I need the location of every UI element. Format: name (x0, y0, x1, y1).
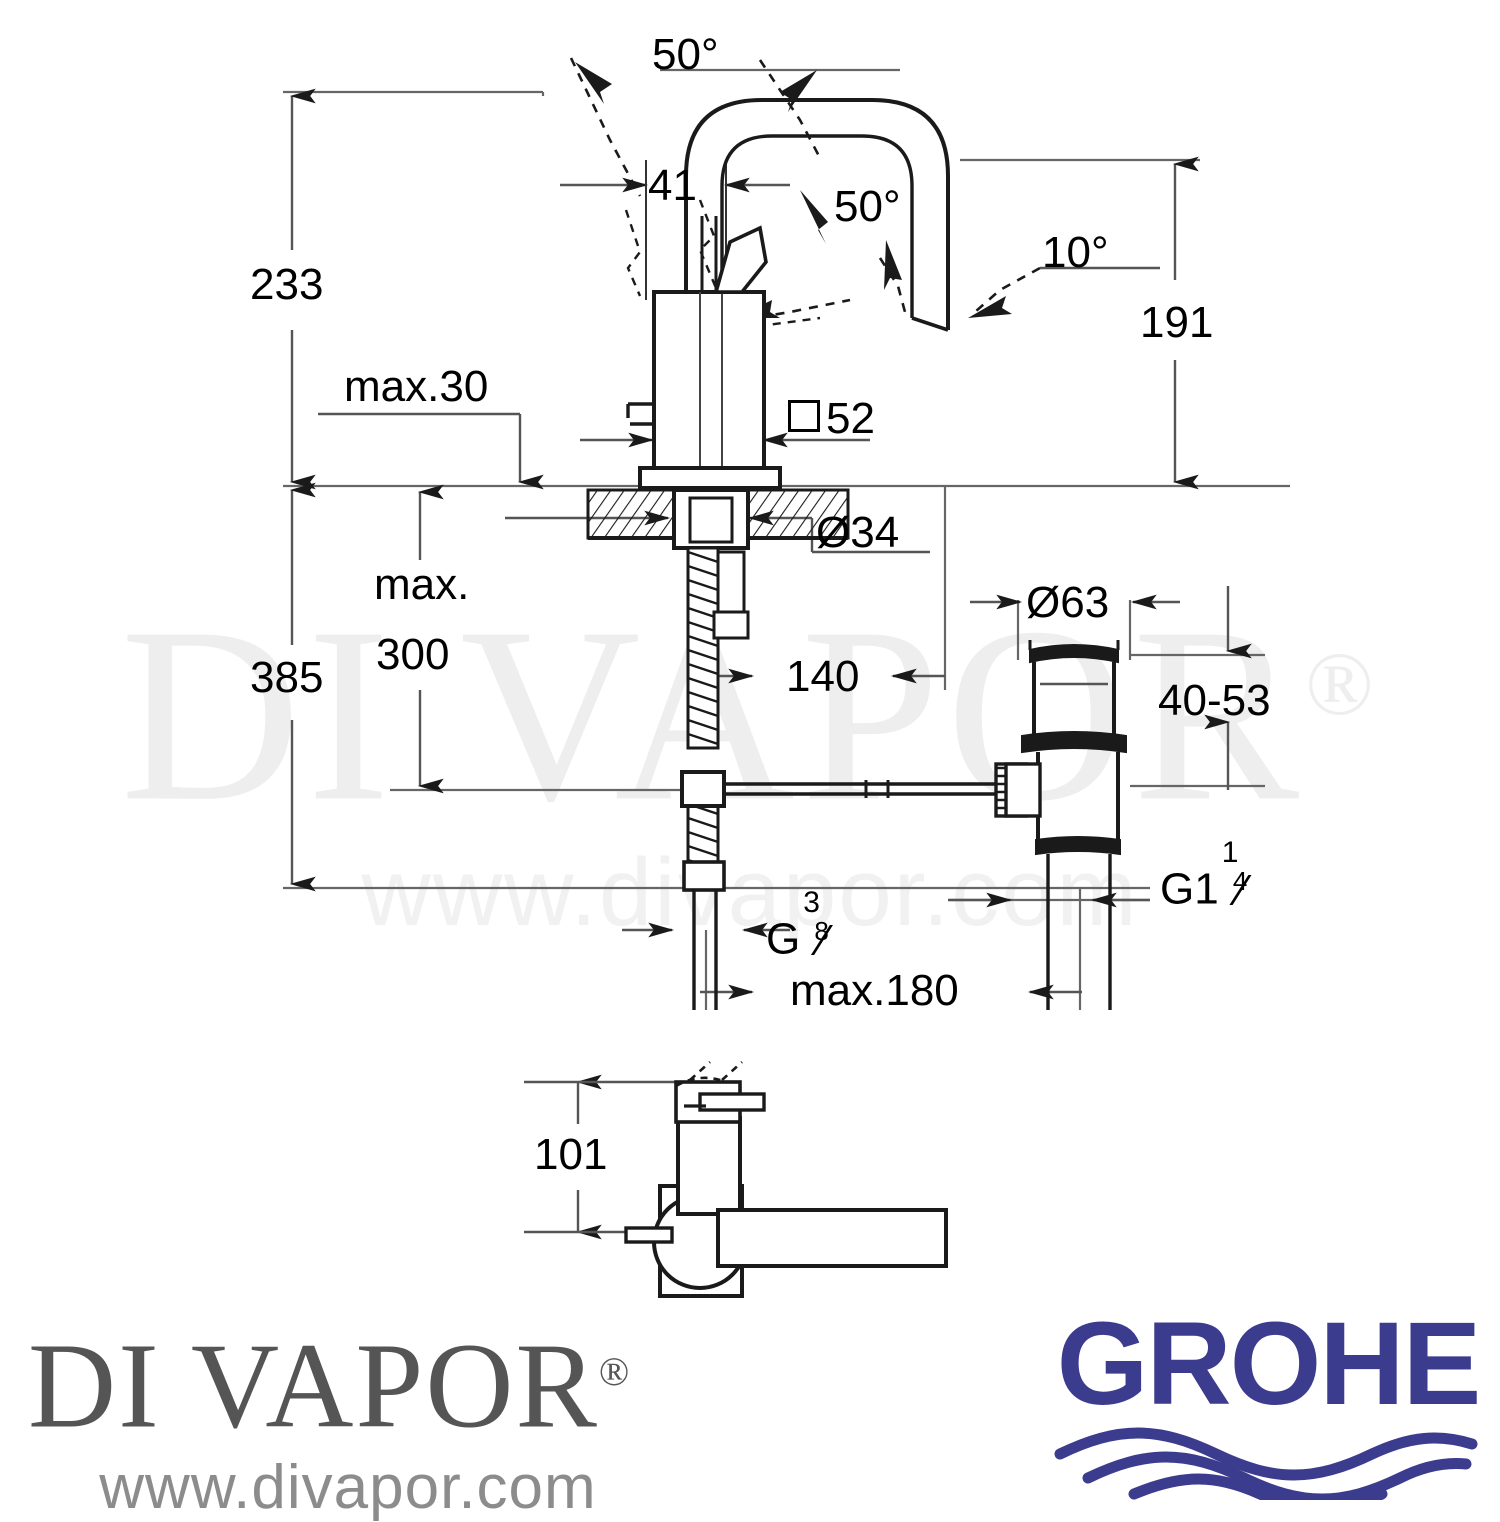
flexible-hose (686, 546, 720, 750)
spout-outlet (911, 316, 949, 332)
label-d63: Ø63 (1026, 578, 1110, 627)
technical-drawing-svg (283, 57, 1290, 1298)
base-flange (638, 466, 782, 490)
leader-angle-50-top (569, 57, 822, 197)
fraction-numerator: 3 (803, 886, 820, 919)
label-max-30: max.30 (344, 362, 489, 411)
label-square-52: 52 (788, 396, 875, 442)
label-max-180: max.180 (790, 966, 959, 1015)
label-52-value: 52 (826, 394, 875, 443)
label-385: 385 (250, 653, 324, 702)
countertop-section (586, 488, 850, 540)
leader-angle-10-arrow (968, 296, 1012, 318)
mounting-nut (688, 496, 734, 544)
dimension-max-30 (318, 412, 544, 490)
label-angle-50-mid: 50° (834, 182, 901, 231)
square-symbol-icon (788, 400, 820, 433)
drawing-geometry (283, 57, 1290, 1298)
label-41: 41 (648, 161, 697, 210)
leader-angle-50-mid (741, 257, 907, 322)
divapor-url-text: www.divapor.com (99, 1452, 597, 1522)
body-column (652, 290, 766, 474)
label-233: 233 (250, 260, 324, 309)
label-d34: Ø34 (816, 508, 900, 557)
spout-inner (720, 134, 914, 470)
pull-rod (724, 780, 1000, 798)
label-140: 140 (786, 652, 860, 701)
grohe-logo: GROHE (1048, 1298, 1488, 1500)
leader-angle-10 (974, 266, 1041, 313)
label-101: 101 (534, 1130, 608, 1179)
label-g38-prefix: G (766, 914, 801, 964)
pull-rod-coupling (680, 770, 726, 808)
fraction-slash: ⁄ (819, 916, 828, 966)
hose-connector-cap (712, 610, 750, 640)
divapor-registered-mark: ® (598, 1349, 632, 1394)
label-g114-prefix: G1 (1160, 864, 1219, 914)
label-max-300-line2: 300 (376, 630, 450, 679)
lever-handle (713, 225, 768, 294)
label-40-53: 40-53 (1158, 676, 1271, 725)
leader-angle-50-top-arrows (575, 62, 817, 112)
grohe-wordmark: GROHE (1056, 1298, 1482, 1430)
popup-waste-assembly (1004, 640, 1127, 1010)
spout-outer (684, 98, 950, 490)
divapor-wordmark: DI VAPOR® (28, 1310, 768, 1449)
fraction-denominator: 4 (1232, 866, 1248, 896)
hose-connector (716, 550, 746, 614)
side-nub (626, 402, 652, 426)
fraction-denominator: 8 (814, 916, 829, 946)
label-angle-10: 10° (1042, 228, 1109, 277)
label-max-300-line1: max. (374, 560, 470, 609)
supply-fitting (682, 860, 726, 892)
grohe-waves-icon (1054, 1427, 1478, 1500)
footer-logos: DI VAPOR® www.divapor.com GROHE (0, 1298, 1500, 1520)
detail-top-view (524, 1061, 948, 1298)
label-angle-50-top: 50° (652, 30, 719, 79)
divapor-name-text: DI VAPOR (28, 1318, 599, 1454)
fraction-slash: ⁄ (1238, 866, 1246, 916)
divapor-logo: DI VAPOR® www.divapor.com (28, 1310, 768, 1521)
fraction-numerator: 1 (1221, 836, 1239, 869)
label-191: 191 (1140, 298, 1214, 347)
